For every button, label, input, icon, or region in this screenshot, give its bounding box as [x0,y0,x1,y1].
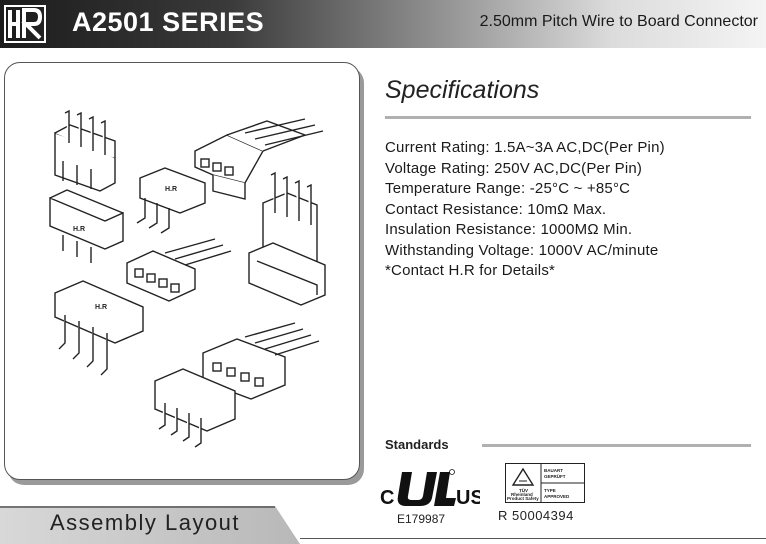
product-image-panel: H.R H.R H.R [4,62,360,480]
series-title: A2501 SERIES [72,7,265,37]
bottom-divider [300,538,766,539]
spec-insulation-resistance: Insulation Resistance: 1000MΩ Min. [385,221,633,238]
svg-text:TYPE: TYPE [544,488,556,493]
svg-text:H.R: H.R [73,226,85,233]
svg-text:US: US [456,487,480,508]
spec-temperature-range: Temperature Range: -25°C ~ +85°C [385,180,631,197]
connector-product-illustration: H.R H.R H.R [49,109,326,448]
svg-text:H.R: H.R [95,304,107,311]
spec-contact-note: *Contact H.R for Details* [385,262,556,279]
specifications-title: Specifications [385,76,540,104]
specifications-list: Current Rating: 1.5A~3A AC,DC(Per Pin) V… [385,138,665,282]
page-header: A2501 SERIES 2.50mm Pitch Wire to Board … [0,0,766,48]
standards-divider [482,444,751,447]
spec-withstanding-voltage: Withstanding Voltage: 1000V AC/minute [385,241,659,259]
assembly-layout-title: Assembly Layout [50,510,241,535]
svg-text:BAUART: BAUART [544,468,563,473]
svg-text:Rheinland: Rheinland [511,492,533,497]
svg-text:GEPRÜFT: GEPRÜFT [544,473,566,479]
svg-text:TÜV: TÜV [519,487,528,493]
assembly-layout-banner [0,506,300,544]
series-subtitle: 2.50mm Pitch Wire to Board Connector [479,13,758,30]
svg-text:Product Safety: Product Safety [507,496,539,501]
tuv-certificate-number: R 50004394 [498,508,574,523]
svg-text:C: C [380,487,394,508]
spec-current-rating: Current Rating: 1.5A~3A AC,DC(Per Pin) [385,139,665,156]
standards-label: Standards [385,437,449,452]
svg-text:APPROVED: APPROVED [544,494,570,499]
specifications-divider [385,116,751,119]
spec-voltage-rating: Voltage Rating: 250V AC,DC(Per Pin) [385,159,643,177]
ul-recognized-icon: C US [380,469,480,508]
svg-text:H.R: H.R [165,186,177,193]
tuv-bauart-icon: TÜV Rheinland Product Safety BAUART GEPR… [505,463,585,503]
hr-logo-icon [4,5,46,43]
ul-certificate-number: E179987 [397,512,446,526]
spec-contact-resistance: Contact Resistance: 10mΩ Max. [385,200,607,218]
